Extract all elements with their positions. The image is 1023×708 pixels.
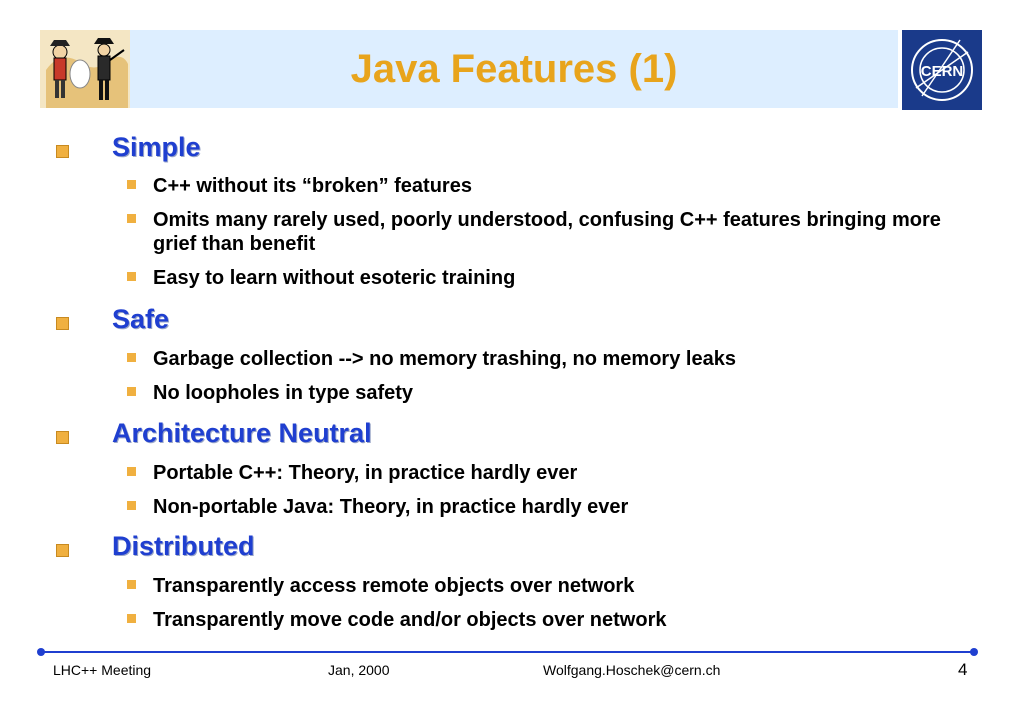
footer-email: Wolfgang.Hoschek@cern.ch	[543, 662, 721, 678]
item-bullet-icon	[127, 272, 136, 281]
item-bullet-icon	[127, 353, 136, 362]
item-bullet-icon	[127, 467, 136, 476]
footer-rule-end-right	[970, 648, 978, 656]
item-bullet-icon	[127, 214, 136, 223]
cartoon-illustration	[40, 30, 130, 108]
item-bullet-icon	[127, 501, 136, 510]
section-bullet-icon	[56, 431, 69, 444]
footer-rule	[40, 651, 975, 653]
section-bullet-icon	[56, 317, 69, 330]
slide-content: Simple C++ without its “broken” features…	[56, 132, 941, 631]
section-title: Architecture Neutral	[112, 418, 372, 448]
footer-date: Jan, 2000	[328, 662, 390, 678]
item-bullet-icon	[127, 614, 136, 623]
item-bullet-icon	[127, 387, 136, 396]
logo-text: CERN	[921, 63, 964, 80]
item-bullet-icon	[127, 580, 136, 589]
page-number: 4	[958, 660, 968, 679]
cern-logo: CERN	[902, 30, 982, 110]
section-title: Safe	[112, 304, 170, 334]
slide-title: Java Features (1)	[350, 46, 678, 91]
section-bullet-icon	[56, 145, 69, 158]
section-title: Distributed	[112, 531, 255, 561]
section-bullet-icon	[56, 544, 69, 557]
title-band	[130, 30, 898, 108]
item-bullet-icon	[127, 180, 136, 189]
section-title: Simple	[112, 132, 201, 162]
footer-meeting: LHC++ Meeting	[53, 662, 152, 678]
